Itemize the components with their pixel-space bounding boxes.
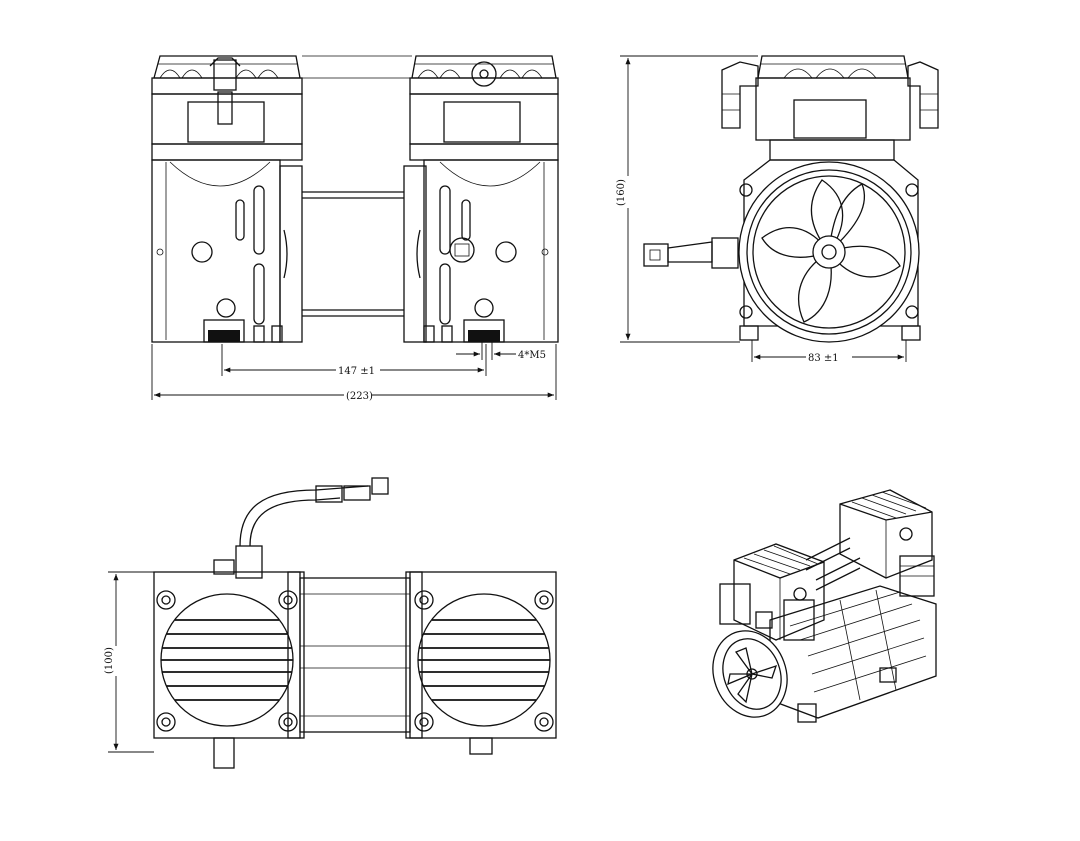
mount-feet (203, 319, 505, 343)
side-cable (643, 237, 739, 269)
front-view: 147 ±1 (223) 4*M5 (151, 55, 559, 402)
top-dimensions: (100) (104, 571, 154, 753)
isometric-view (712, 489, 937, 723)
side-head (755, 55, 911, 161)
front-dimensions: 147 ±1 (223) 4*M5 (151, 342, 557, 402)
dim-mount-holes: 4*M5 (518, 350, 546, 361)
dim-overall-length: (223) (346, 391, 373, 402)
tie-rods (279, 55, 427, 343)
side-dimensions: (160) 83 ±1 (616, 55, 907, 364)
top-body (153, 559, 557, 769)
right-head (409, 55, 559, 161)
side-view: (160) 83 ±1 (616, 55, 939, 364)
iso-fan-icon (712, 630, 897, 723)
iso-rods (805, 537, 861, 591)
left-fan-guard (156, 590, 298, 732)
side-fittings (721, 61, 939, 129)
iso-rear-head (839, 489, 935, 597)
right-crankcase (423, 159, 559, 343)
top-cable (235, 477, 389, 579)
left-head (151, 55, 303, 161)
dim-side-mount-spacing: 83 ±1 (808, 353, 839, 364)
iso-motor (769, 585, 937, 719)
right-fan-guard (414, 590, 554, 732)
top-view: (100) (104, 477, 557, 769)
left-crankcase (151, 159, 281, 343)
iso-front-head (719, 543, 825, 641)
dim-height: (160) (616, 179, 627, 206)
fan-icon (738, 161, 920, 343)
side-body (739, 159, 921, 341)
dim-mount-spacing: 147 ±1 (338, 366, 375, 377)
dim-width: (100) (104, 647, 115, 674)
